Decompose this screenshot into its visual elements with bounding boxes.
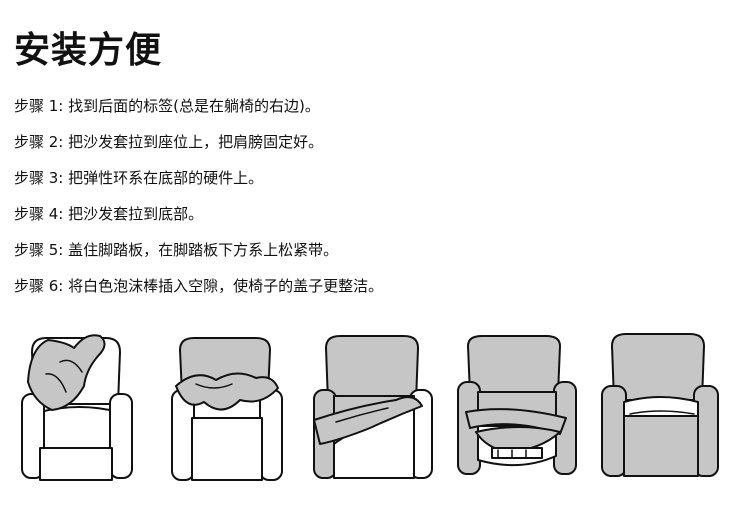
step-4: 步骤 4: 把沙发套拉到底部。 (14, 205, 204, 223)
chair-illustration-step-2 (171, 337, 283, 481)
step-5: 步骤 5: 盖住脚踏板，在脚踏板下方系上松紧带。 (14, 241, 339, 259)
step-3: 步骤 3: 把弹性环系在底部的硬件上。 (14, 169, 264, 187)
steps-list: 步骤 1: 找到后面的标签(总是在躺椅的右边)。 步骤 2: 把沙发套拉到座位上… (14, 96, 383, 312)
step-6: 步骤 6: 将白色泡沫棒插入空隙，使椅子的盖子更整洁。 (14, 277, 384, 295)
chair-illustration-step-1 (21, 334, 133, 481)
page-title: 安装方便 (14, 30, 163, 71)
installation-illustrations (21, 333, 719, 481)
step-1: 步骤 1: 找到后面的标签(总是在躺椅的右边)。 (14, 97, 320, 115)
chair-illustration-step-6 (601, 333, 719, 477)
chair-illustration-step-4 (457, 335, 577, 475)
chair-illustration-step-3 (313, 335, 433, 479)
step-2: 步骤 2: 把沙发套拉到座位上，把肩膀固定好。 (14, 133, 324, 151)
